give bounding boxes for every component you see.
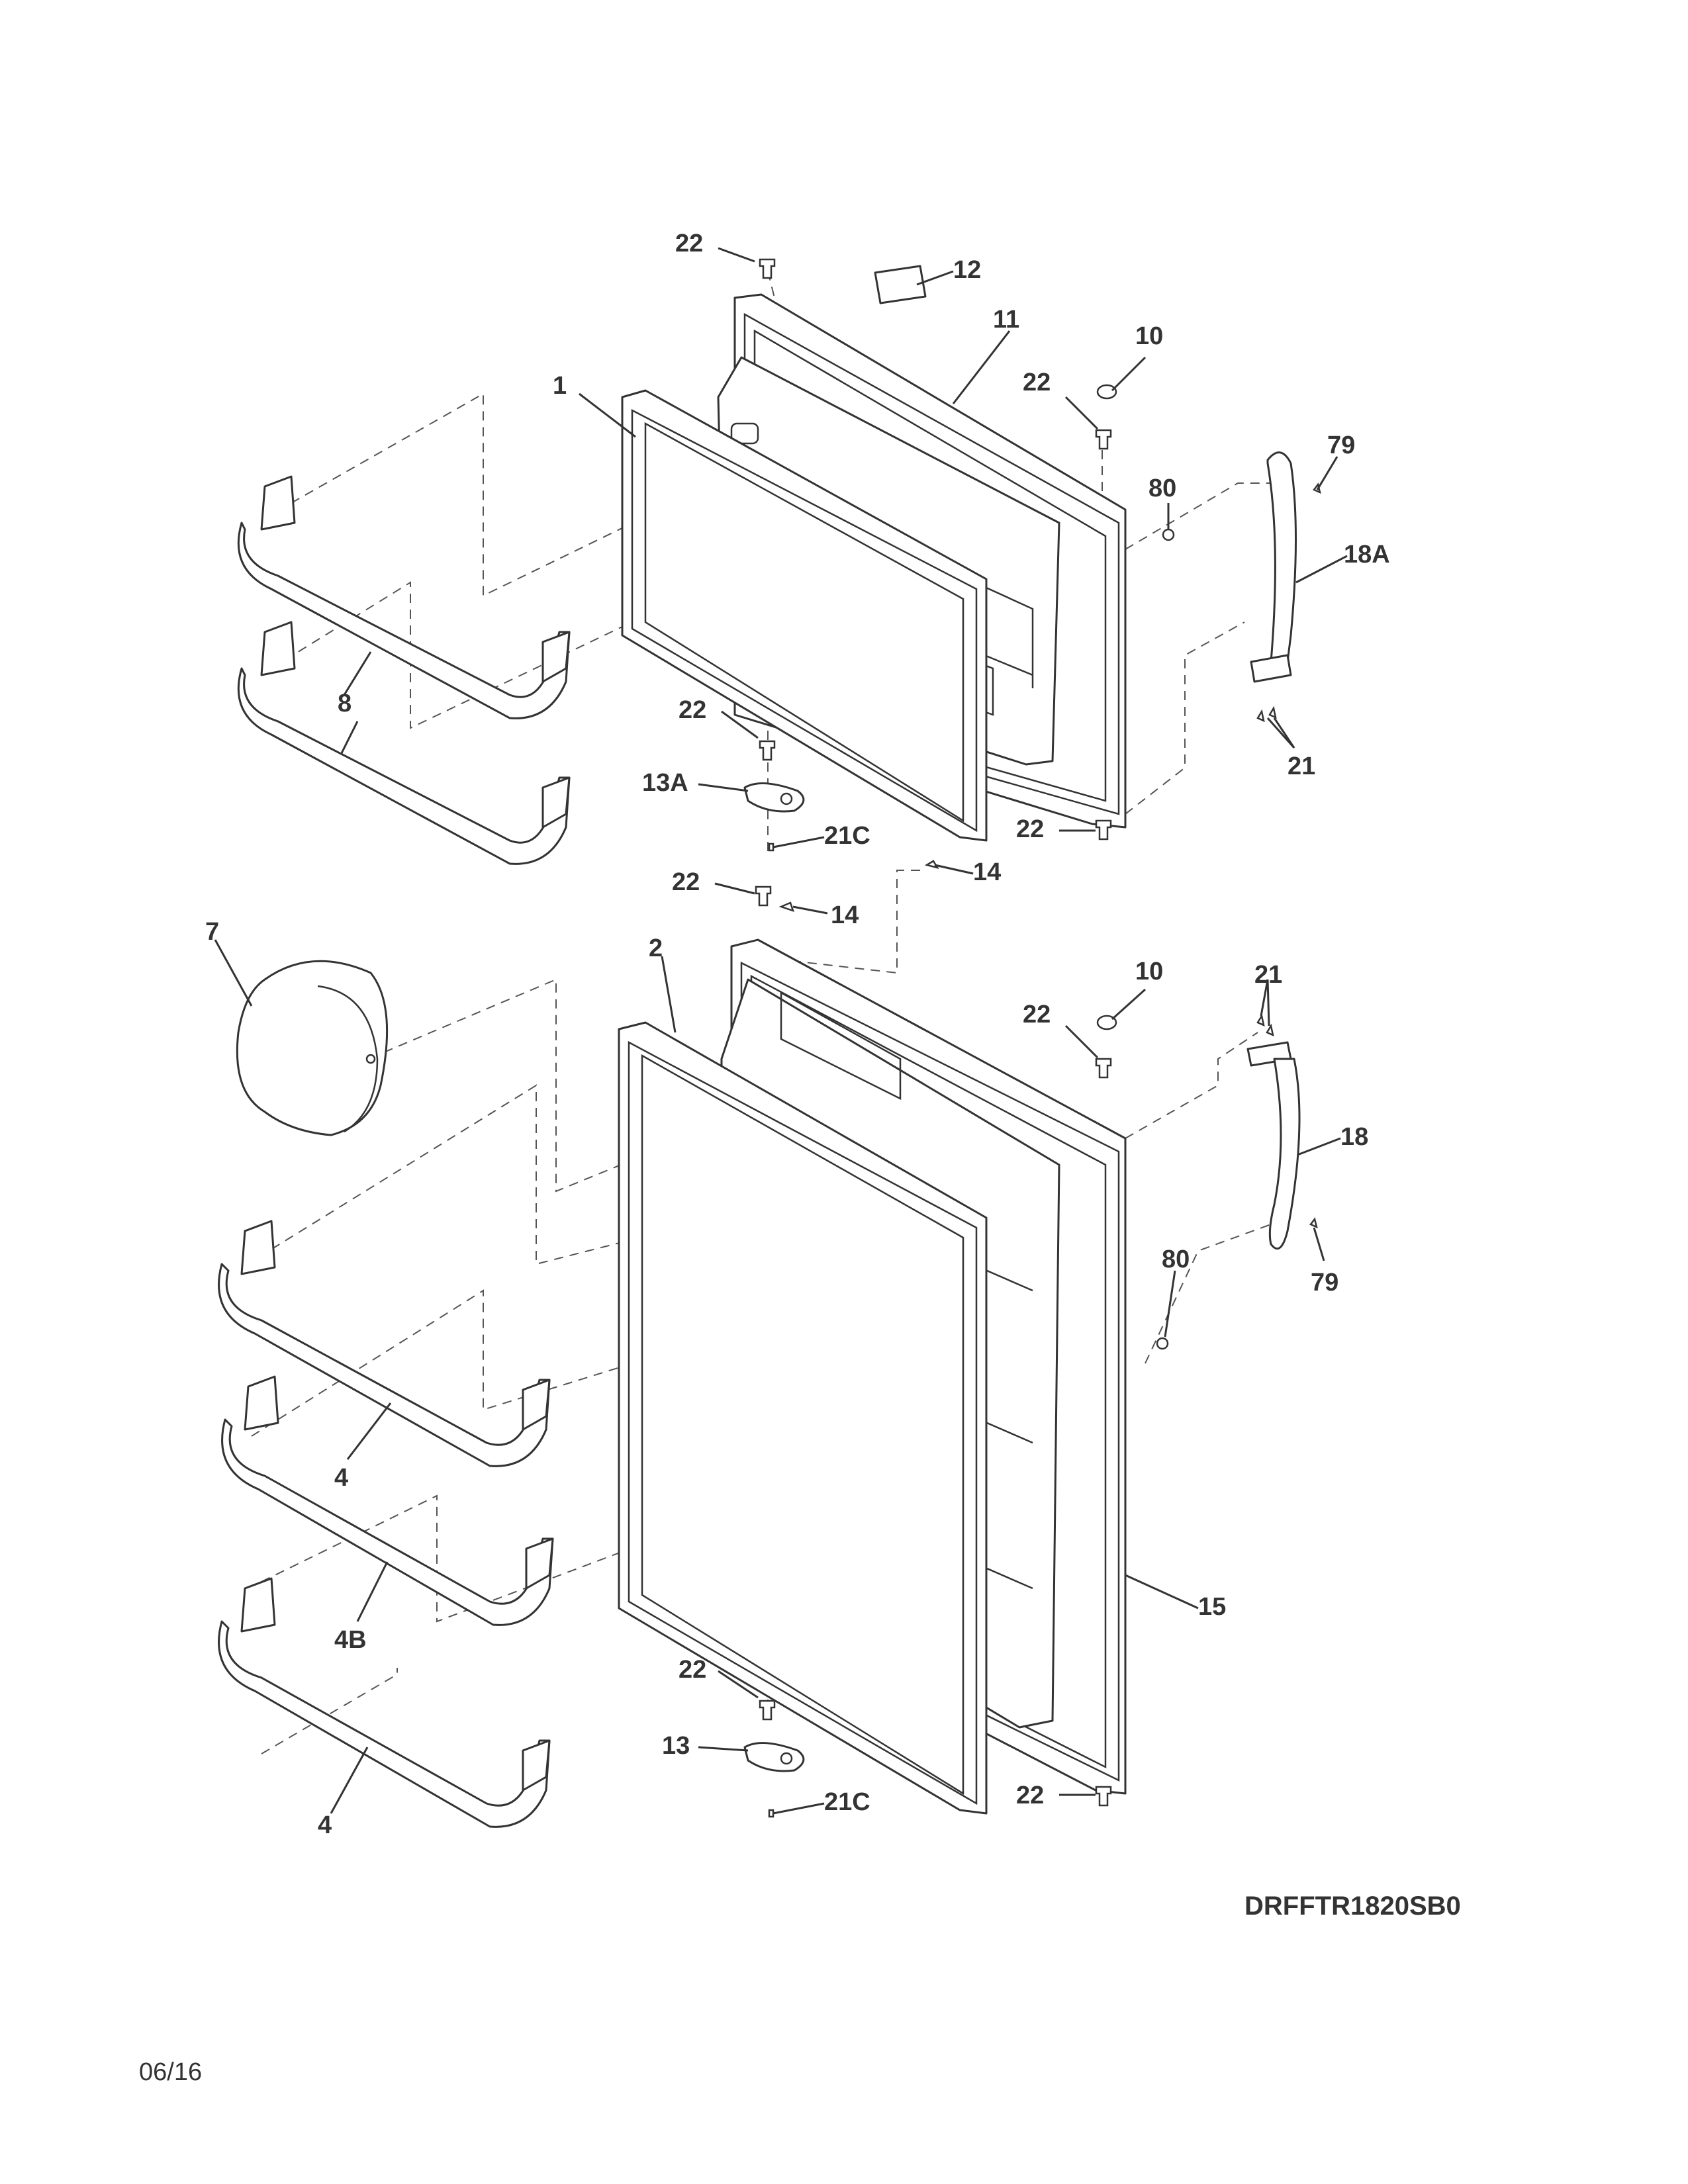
- label-12: [874, 265, 927, 304]
- shelf-8-upper: [237, 475, 571, 719]
- handle-18: [1246, 1041, 1301, 1250]
- callout-18: 18: [1340, 1123, 1368, 1151]
- revision-date: 06/16: [139, 2058, 203, 2086]
- callout-22-lower-hinge: 22: [679, 1656, 706, 1684]
- callout-14-center: 14: [831, 901, 859, 929]
- callout-21c-upper: 21C: [824, 822, 870, 850]
- fresh-food-door-gasket: [618, 1021, 988, 1815]
- shelf-4b: [221, 1375, 554, 1626]
- callout-80-upper: 80: [1149, 475, 1176, 502]
- callout-14-right: 14: [973, 858, 1001, 886]
- callout-1: 1: [553, 372, 567, 400]
- callout-22-upper-right: 22: [1023, 369, 1051, 396]
- callout-18a: 18A: [1344, 541, 1390, 569]
- callout-8: 8: [338, 690, 352, 717]
- callout-2: 2: [649, 934, 663, 962]
- callout-22-top-lower: 22: [672, 868, 700, 896]
- callout-79-lower: 79: [1311, 1269, 1338, 1297]
- callout-22-top-upper: 22: [675, 230, 703, 257]
- callout-15: 15: [1198, 1593, 1226, 1621]
- callout-4b: 4B: [334, 1626, 367, 1654]
- freezer-door-gasket: [621, 389, 988, 842]
- callout-80-lower: 80: [1162, 1246, 1190, 1273]
- callout-11: 11: [993, 306, 1019, 334]
- hardware-screws: [743, 258, 1321, 1818]
- callout-21-lower: 21: [1254, 961, 1282, 989]
- callout-7: 7: [205, 918, 219, 946]
- callout-79-upper: 79: [1327, 432, 1355, 459]
- callout-13a: 13A: [642, 769, 688, 797]
- callout-10-lower: 10: [1135, 958, 1163, 985]
- callout-22-bottom-right-upper: 22: [1016, 815, 1044, 843]
- model-code: DRFFTR1820SB0: [1244, 1891, 1461, 1921]
- crisper-cover-7: [236, 960, 389, 1136]
- callout-21-upper: 21: [1288, 752, 1315, 780]
- callout-13: 13: [662, 1732, 690, 1760]
- callout-4-lower: 4: [318, 1811, 332, 1839]
- callout-21c-lower: 21C: [824, 1788, 870, 1816]
- shelf-4-lower: [218, 1577, 551, 1828]
- shelf-8-lower: [237, 621, 571, 865]
- callout-labels: 22 12 11 10 22 1 79 80 18A 8 22 13A 21C …: [205, 230, 1390, 1839]
- leader-lines: [214, 247, 1348, 1815]
- callout-22-upper-hinge: 22: [679, 696, 706, 724]
- callout-12: 12: [953, 256, 981, 284]
- shelf-4-upper: [218, 1220, 551, 1467]
- handle-18a: [1250, 451, 1297, 683]
- callout-22-bottom-right-lower: 22: [1016, 1782, 1044, 1809]
- callout-22-lower-right: 22: [1023, 1001, 1051, 1028]
- callout-4-upper: 4: [334, 1464, 348, 1492]
- callout-10-upper: 10: [1135, 322, 1163, 350]
